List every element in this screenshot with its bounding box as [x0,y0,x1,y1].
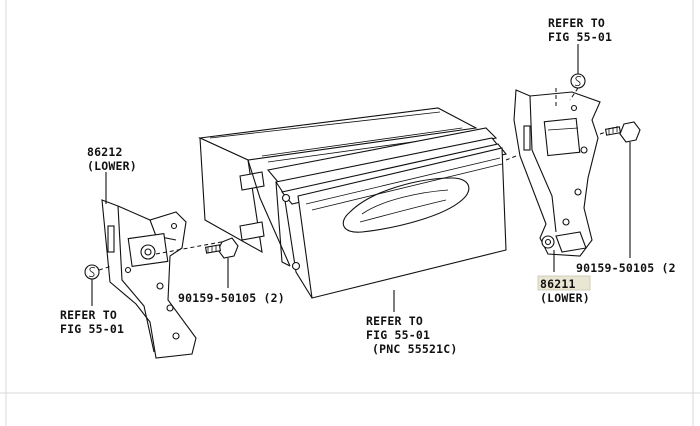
refer-center-pnc: (PNC 55521C) [372,342,457,356]
bolt-icon-right [599,121,641,258]
bracket-86212-drawing [101,172,233,359]
part-number-86212[interactable]: 86212 [87,145,123,159]
refer-top-right-line2: FIG 55-01 [548,30,612,44]
s-clip-icon-right [555,44,586,106]
bolt-part-number-right[interactable]: 90159-50105 (2 [576,261,676,275]
bolt-icon-left [204,237,239,288]
refer-left-line2: FIG 55-01 [60,322,124,336]
part-86212-position: (LOWER) [87,159,137,173]
bolt-part-number-left[interactable]: 90159-50105 (2) [178,291,285,305]
refer-center-line1: REFER TO [366,314,423,328]
bracket-86211-drawing [505,89,601,272]
part-number-86211[interactable]: 86211 [540,277,576,291]
part-86211-position: (LOWER) [540,291,590,305]
radio-housing-drawing [198,107,507,312]
refer-center-line2: FIG 55-01 [366,328,430,342]
s-clip-icon-left [84,264,113,306]
part-86211-highlight [537,275,591,291]
refer-left-line1: REFER TO [60,308,117,322]
refer-top-right-line1: REFER TO [548,16,605,30]
